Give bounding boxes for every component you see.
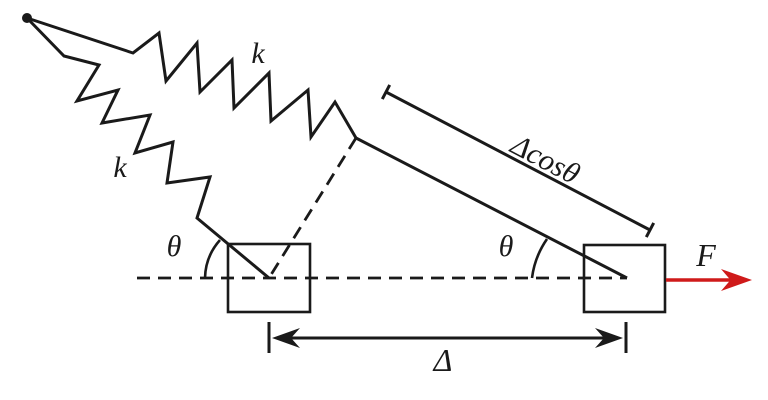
cord-line xyxy=(355,136,628,280)
displacement-dimension xyxy=(267,322,628,353)
left-angle-arc xyxy=(203,239,221,279)
projection-dimension xyxy=(380,84,656,238)
right-block xyxy=(582,243,667,314)
angle-right-label: θ xyxy=(499,230,514,263)
dashed-diagonal xyxy=(267,137,358,279)
angle-left-label: θ xyxy=(167,230,182,263)
spring-bottom-label: k xyxy=(113,151,127,184)
displacement-arrowhead-left xyxy=(272,328,300,348)
force-label: F xyxy=(695,237,716,273)
displacement-label: Δ xyxy=(432,342,453,378)
projection-tick-start xyxy=(380,84,392,100)
right-angle-arc xyxy=(530,238,549,279)
spring-bottom-zigzag xyxy=(25,16,270,280)
spring-top-zigzag xyxy=(26,16,358,142)
projection-tick-end xyxy=(644,222,656,238)
force-arrow xyxy=(666,269,752,291)
displacement-arrowhead-right xyxy=(595,328,623,348)
projection-label: Δcosθ xyxy=(505,128,586,191)
projection-line xyxy=(385,90,651,232)
spring-top-label: k xyxy=(251,37,265,70)
left-block xyxy=(226,242,312,314)
force-arrowhead xyxy=(721,269,752,291)
